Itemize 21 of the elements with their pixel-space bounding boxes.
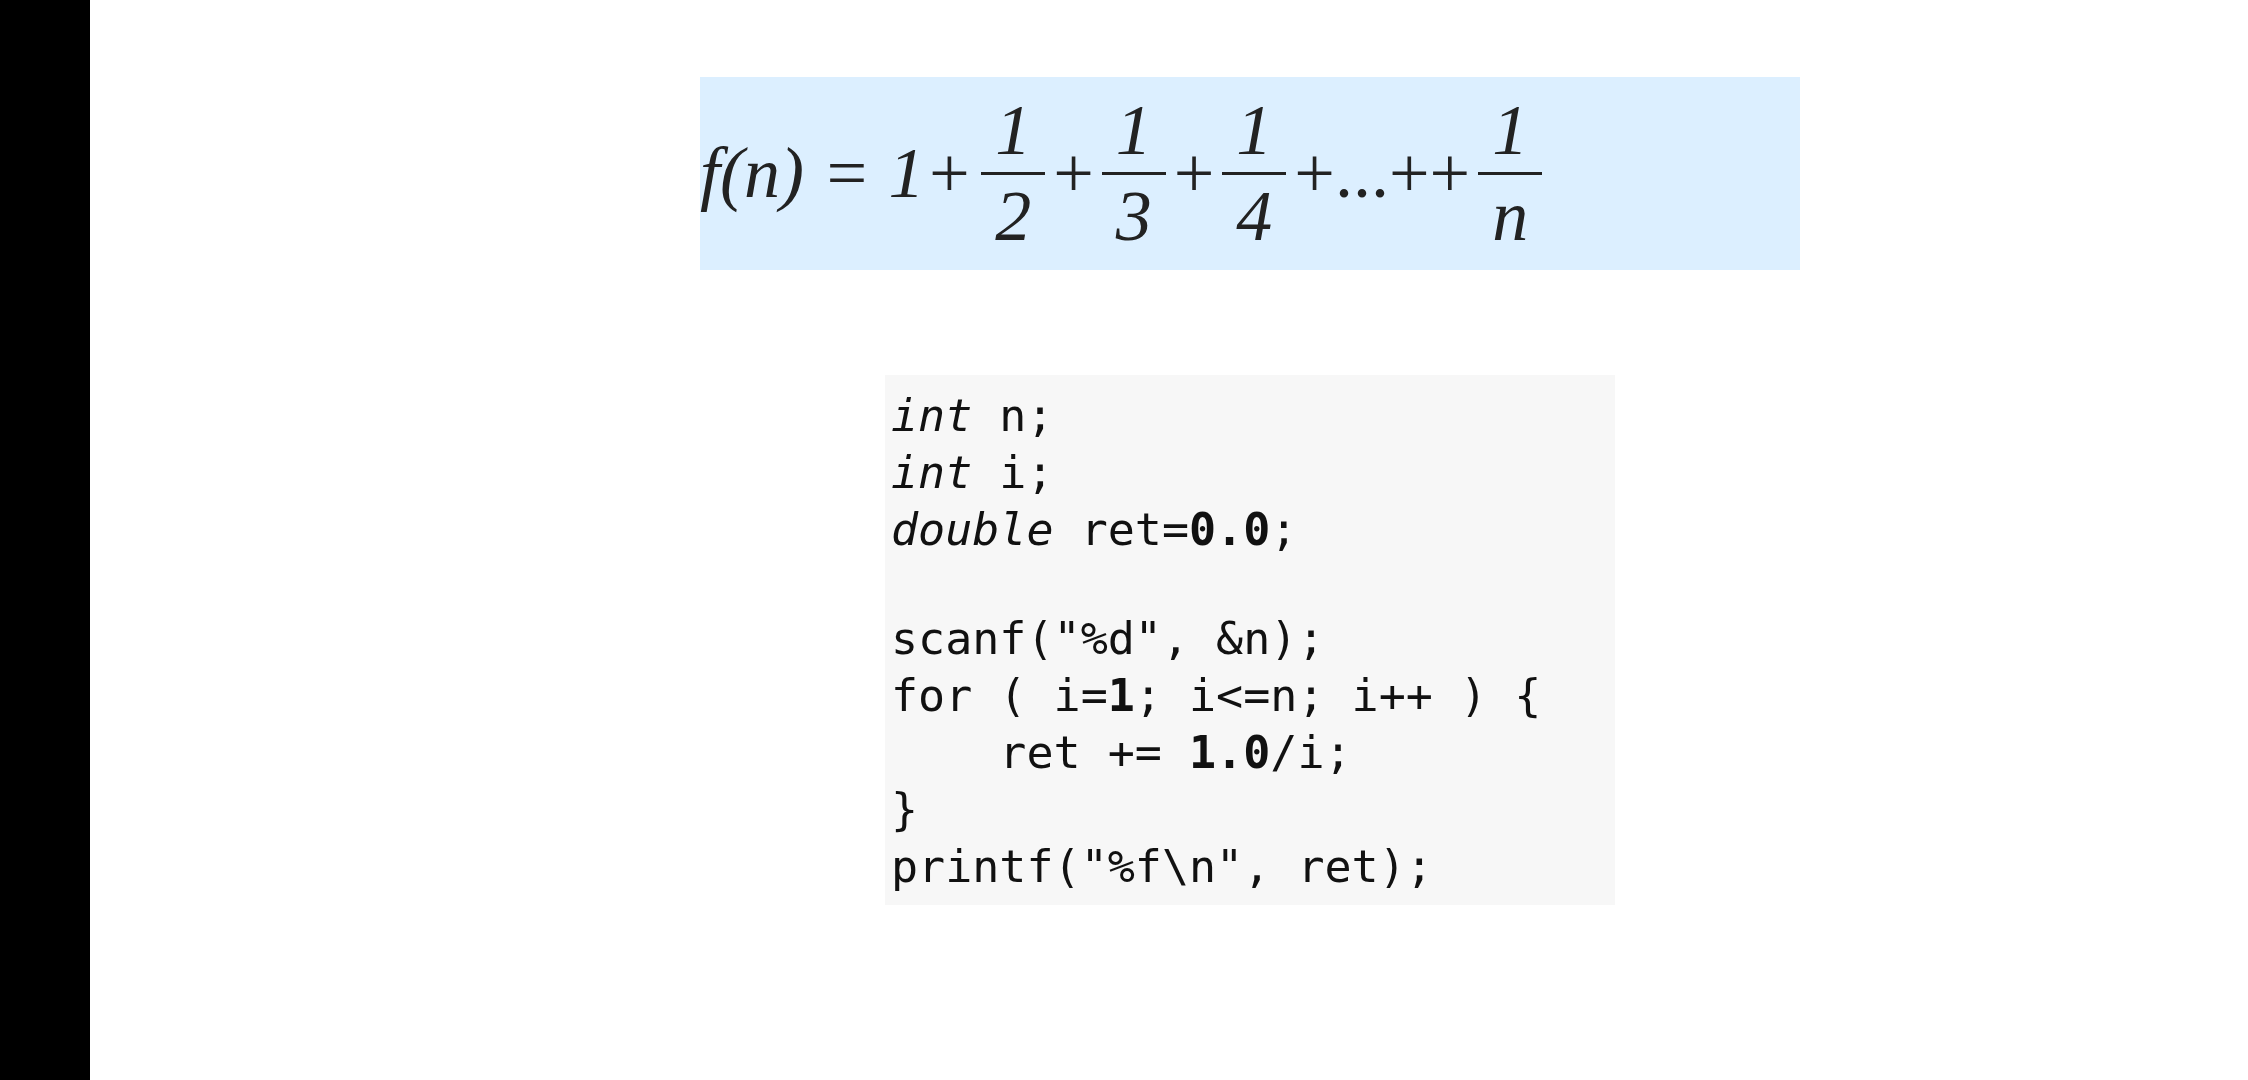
code-line: for ( i=1; i<=n; i++ ) { xyxy=(891,668,1542,724)
code-line: } xyxy=(891,782,919,838)
denominator: 3 xyxy=(1115,175,1152,258)
denominator: 4 xyxy=(1236,175,1273,258)
numerator: 1 xyxy=(1222,89,1287,175)
numerator: 1 xyxy=(981,89,1046,175)
code-line: int i; xyxy=(891,445,1054,501)
numerator: 1 xyxy=(1101,89,1166,175)
code-line: printf("%f\n", ret); xyxy=(891,839,1433,895)
code-line: double ret=0.0; xyxy=(891,502,1298,558)
code-line: int n; xyxy=(891,388,1054,444)
numerator: 1 xyxy=(1478,89,1543,175)
operator: +...++ xyxy=(1294,132,1471,215)
formula-text: f(n) = 1+ xyxy=(700,132,974,215)
denominator: 2 xyxy=(995,175,1032,258)
code-line: scanf("%d", &n); xyxy=(891,611,1325,667)
operator: + xyxy=(1053,132,1094,215)
operator: + xyxy=(1173,132,1215,215)
formula-panel xyxy=(700,77,1800,270)
code-line: ret += 1.0/i; xyxy=(998,725,1352,781)
denominator: n xyxy=(1492,175,1529,258)
